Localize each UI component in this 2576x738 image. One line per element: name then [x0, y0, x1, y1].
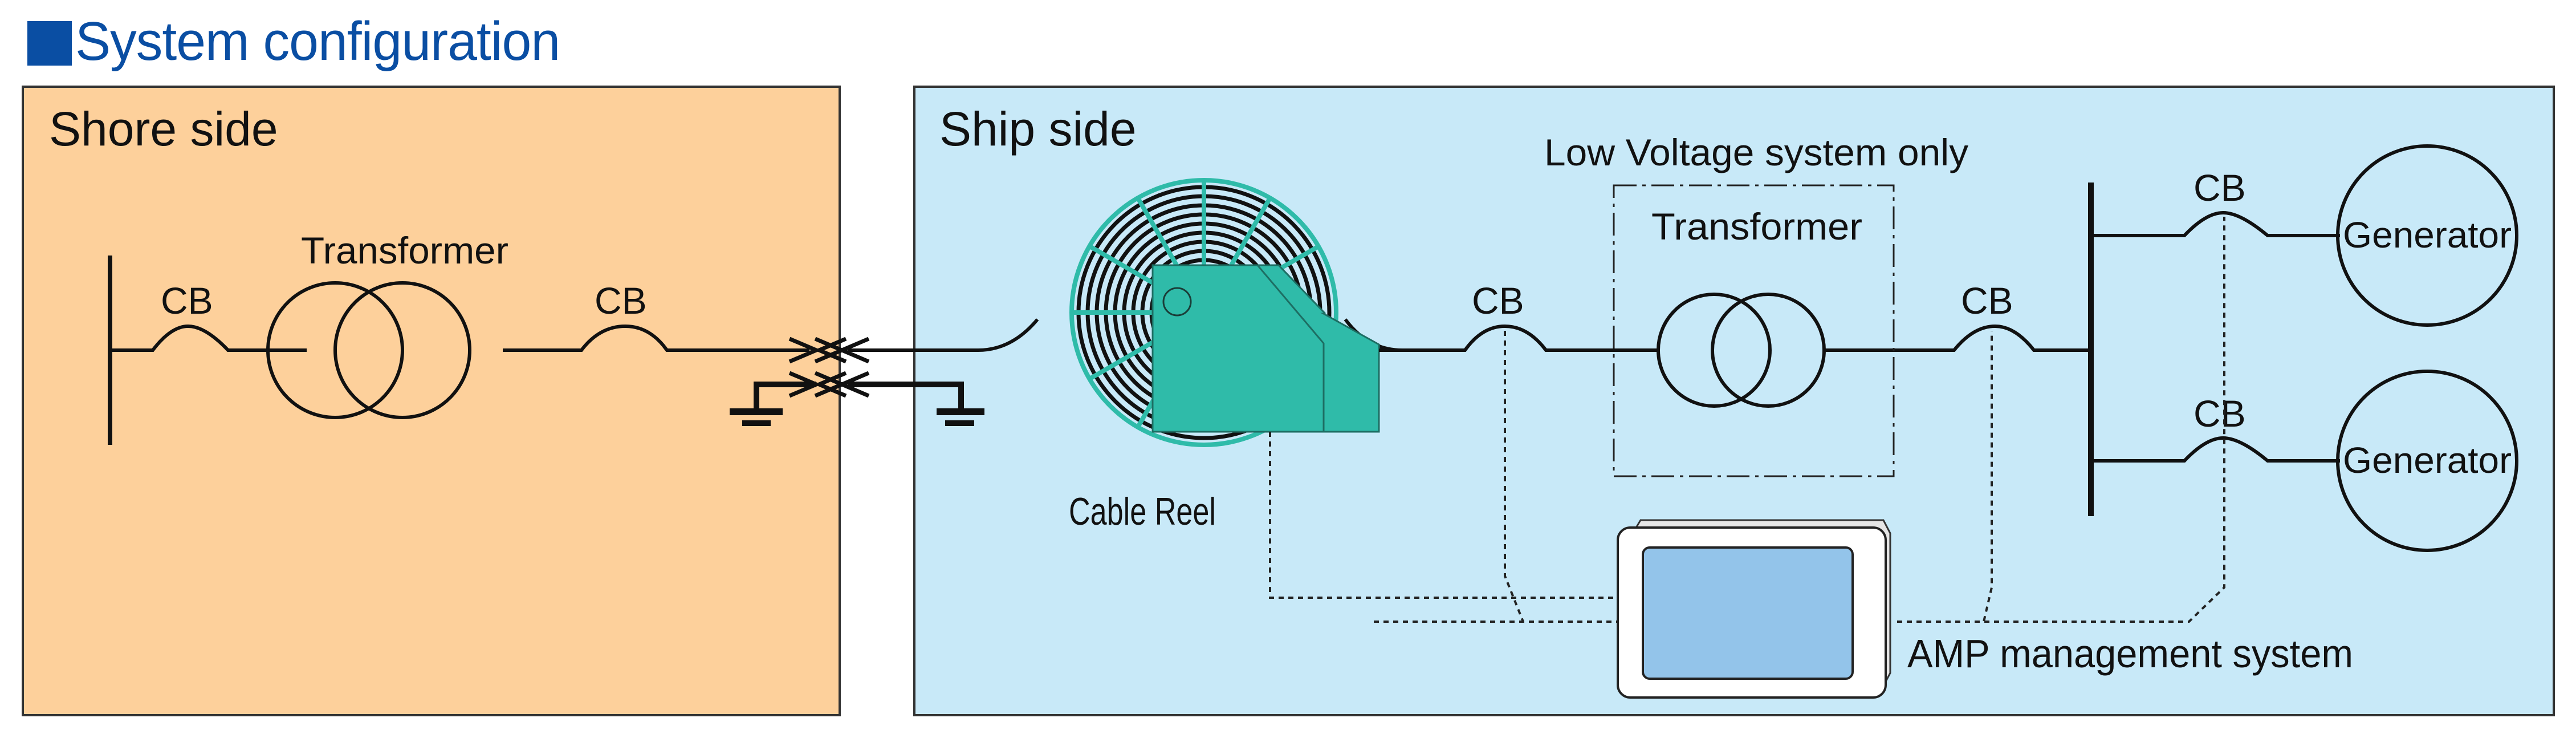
ship-cb-after-reel-symbol — [1379, 324, 1658, 352]
ship-transformer-coil-1 — [1657, 293, 1772, 408]
amp-screen — [1642, 546, 1854, 680]
ship-cb-before-bus-label: CB — [1961, 279, 2013, 322]
shore-transformer-label: Transformer — [301, 229, 508, 271]
low-voltage-box — [1613, 184, 1895, 477]
shore-side-panel — [22, 86, 841, 716]
generator-1-circle — [2336, 144, 2518, 327]
signal-line-reel — [1269, 432, 1619, 599]
ship-cb-after-reel-label: CB — [1472, 279, 1524, 322]
generator-1-label: Generator — [2343, 214, 2512, 256]
cable-reel — [1069, 178, 1403, 447]
cable-reel-knob-icon — [1162, 287, 1192, 317]
title-text: System configuration — [75, 11, 560, 72]
generator-2-circle — [2336, 370, 2518, 552]
generator-2-cb-label: CB — [2194, 392, 2246, 435]
amp-management-system-icon — [1617, 519, 1891, 699]
shore-side-label: Shore side — [49, 102, 278, 156]
ship-ground-wire — [848, 382, 964, 412]
ship-power-cable — [848, 318, 1039, 352]
shore-transformer-coil-1 — [266, 281, 404, 419]
ship-side-label: Ship side — [939, 102, 1137, 156]
generator-1-cb-label: CB — [2194, 167, 2246, 209]
shore-cb-left-label: CB — [161, 279, 213, 322]
signal-line-cb1 — [1504, 331, 1524, 622]
shore-cb-right-label: CB — [595, 279, 647, 322]
title-square-icon — [27, 21, 72, 66]
ship-connector — [814, 318, 1039, 426]
control-signal-lines — [1269, 217, 2225, 623]
ship-socket-upper-icon — [814, 336, 870, 364]
generator-2-cb-symbol — [2091, 436, 2340, 463]
page-title: System configuration — [27, 10, 575, 73]
generator-1-cb-symbol — [2091, 210, 2340, 237]
shore-transformer-coil-2 — [333, 281, 471, 419]
cable-reel-label: Cable Reel — [1069, 490, 1216, 533]
signal-line-gens — [1897, 217, 2225, 623]
shore-cb-left-symbol — [110, 324, 307, 352]
generator-2-label: Generator — [2343, 440, 2512, 481]
ship-cb-before-bus-symbol — [1824, 324, 2092, 352]
ship-transformer-label: Transformer — [1651, 205, 1862, 248]
shore-ground-wire — [754, 382, 816, 412]
ship-socket-lower-icon — [814, 371, 870, 398]
shore-circuit — [108, 256, 809, 445]
ship-circuit — [1379, 144, 2518, 552]
amp-label: AMP management system — [1907, 631, 2353, 676]
low-voltage-note: Low Voltage system only — [1544, 131, 1968, 173]
shore-cb-right-symbol — [503, 324, 809, 352]
